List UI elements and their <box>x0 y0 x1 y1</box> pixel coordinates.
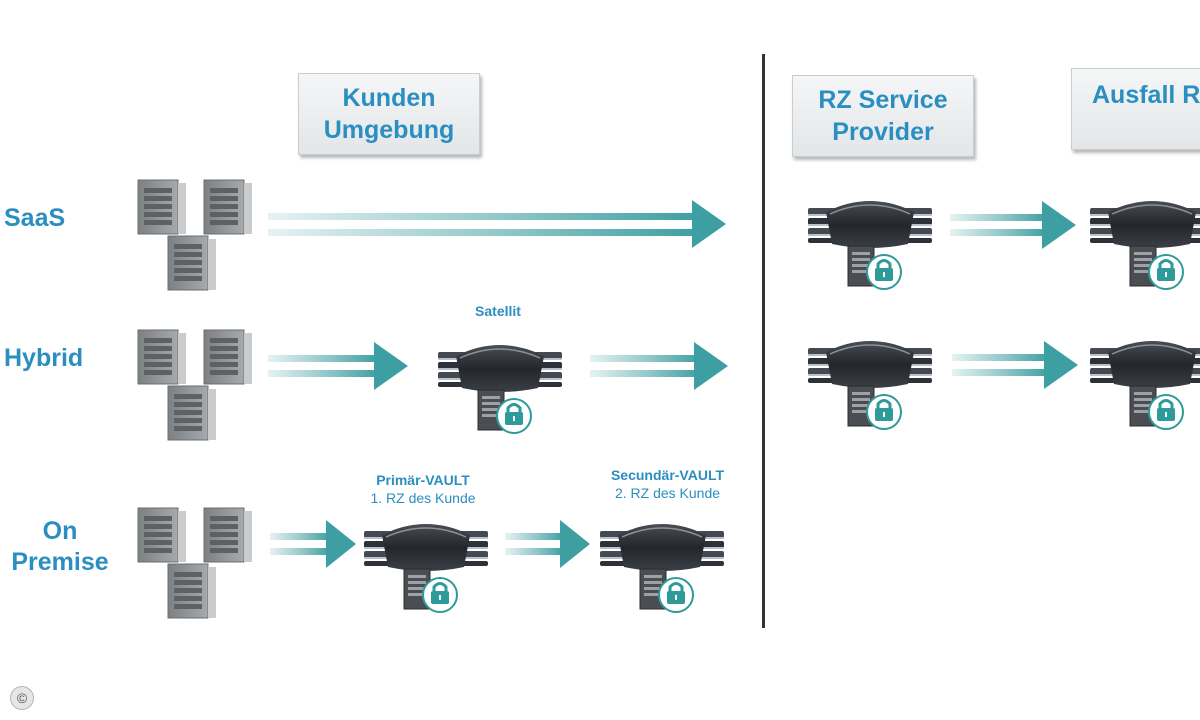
header-ausfall: Ausfall R <box>1071 68 1200 150</box>
vault-appliance-icon-satellit <box>436 343 564 435</box>
vault-appliance-icon-primaer <box>362 522 490 614</box>
server-cluster-saas <box>137 179 253 291</box>
header-rz-text: RZ Service Provider <box>818 86 948 146</box>
vault-appliance-icon-rz-saas <box>806 199 934 291</box>
server-cluster-hybrid <box>137 329 253 441</box>
vault-appliance-icon-ausfall-saas <box>1088 199 1200 291</box>
flow-arrow-icon <box>270 520 356 568</box>
server-tower-icon <box>137 329 187 385</box>
server-tower-icon <box>167 385 217 441</box>
section-divider <box>762 54 765 628</box>
flow-arrow-icon <box>952 341 1078 389</box>
header-kunden-text: Kunden Umgebung <box>323 84 455 144</box>
secundaer-label: Secundär-VAULT <box>610 467 725 483</box>
server-tower-icon <box>203 329 253 385</box>
flow-arrow-icon <box>590 342 728 390</box>
server-tower-icon <box>203 507 253 563</box>
copyright-icon: © <box>10 686 34 710</box>
header-rz-service-provider: RZ Service Provider <box>792 75 974 157</box>
vault-appliance-icon-secundaer <box>598 522 726 614</box>
flow-arrow-icon <box>268 200 726 248</box>
primaer-label: Primär-VAULT <box>376 472 470 488</box>
row-label-saas: SaaS <box>4 204 66 232</box>
server-tower-icon <box>203 179 253 235</box>
primaer-sub: 1. RZ des Kunde <box>370 490 476 506</box>
server-tower-icon <box>137 507 187 563</box>
row-label-on-premise: On Premise <box>11 517 109 576</box>
flow-arrow-icon <box>950 201 1076 249</box>
server-tower-icon <box>137 179 187 235</box>
server-tower-icon <box>167 563 217 619</box>
secundaer-sub: 2. RZ des Kunde <box>614 485 721 501</box>
node-title-secundaer: Secundär-VAULT 2. RZ des Kunde <box>585 466 750 502</box>
header-kunden-umgebung: Kunden Umgebung <box>298 73 480 155</box>
server-tower-icon <box>167 235 217 291</box>
header-ausfall-text: Ausfall R <box>1092 81 1200 109</box>
satellit-label: Satellit <box>475 303 521 319</box>
node-title-primaer: Primär-VAULT 1. RZ des Kunde <box>348 471 498 507</box>
row-label-hybrid: Hybrid <box>4 344 84 372</box>
server-cluster-onpremise <box>137 507 253 619</box>
vault-appliance-icon-rz-hybrid <box>806 339 934 431</box>
vault-appliance-icon-ausfall-hybrid <box>1088 339 1200 431</box>
flow-arrow-icon <box>505 520 590 568</box>
flow-arrow-icon <box>268 342 408 390</box>
node-title-satellit: Satellit <box>448 302 548 320</box>
